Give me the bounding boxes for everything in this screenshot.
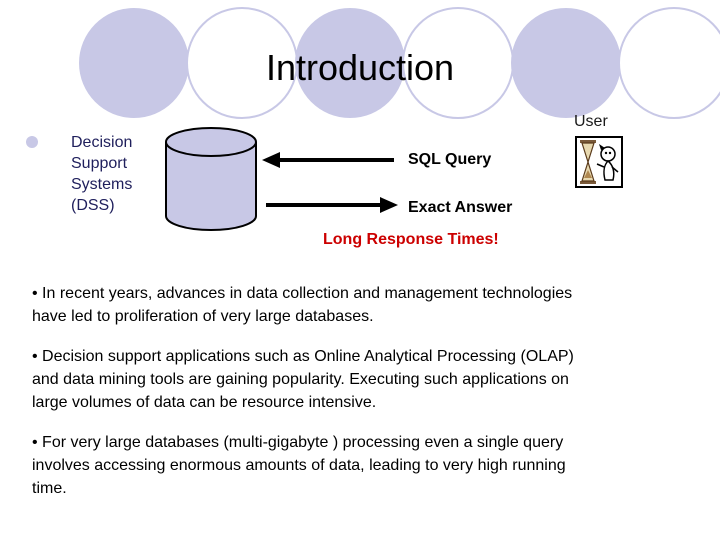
circle-1 — [79, 8, 189, 118]
dss-line: Systems — [71, 176, 133, 193]
paragraph-line: large volumes of data can be resource in… — [32, 394, 377, 411]
query-arrows — [262, 152, 398, 213]
paragraph-line: and data mining tools are gaining popula… — [32, 371, 569, 388]
long-response-label: Long Response Times! — [323, 231, 499, 248]
dss-line: (DSS) — [71, 197, 115, 214]
slide-title: Introduction — [265, 47, 455, 88]
bullet-icon — [26, 136, 38, 148]
arrow-left-icon — [262, 152, 394, 168]
circle-5 — [511, 8, 621, 118]
paragraph-line: • Decision support applications such as … — [32, 348, 574, 365]
paragraph-1: • In recent years, advances in data coll… — [32, 282, 572, 328]
arrow-right-icon — [266, 197, 398, 213]
circle-6 — [618, 7, 720, 119]
decorative-circles — [79, 7, 720, 119]
paragraph-2: • Decision support applications such as … — [32, 345, 574, 414]
database-icon — [165, 127, 257, 231]
dss-line: Support — [71, 155, 128, 172]
dss-label: Decision Support Systems (DSS) — [71, 132, 171, 216]
paragraph-line: • In recent years, advances in data coll… — [32, 285, 573, 302]
paragraph-line: time. — [32, 480, 67, 497]
paragraph-3: • For very large databases (multi-gigaby… — [32, 431, 566, 500]
user-label: User — [574, 113, 608, 130]
paragraph-line: • For very large databases (multi-gigaby… — [32, 434, 564, 451]
paragraph-line: involves accessing enormous amounts of d… — [32, 457, 566, 474]
sql-query-label: SQL Query — [408, 151, 492, 168]
circle-3 — [295, 8, 405, 118]
exact-answer-label: Exact Answer — [408, 199, 513, 216]
dss-line: Decision — [71, 134, 133, 151]
paragraph-line: have led to proliferation of very large … — [32, 308, 374, 325]
user-icon — [575, 136, 623, 188]
